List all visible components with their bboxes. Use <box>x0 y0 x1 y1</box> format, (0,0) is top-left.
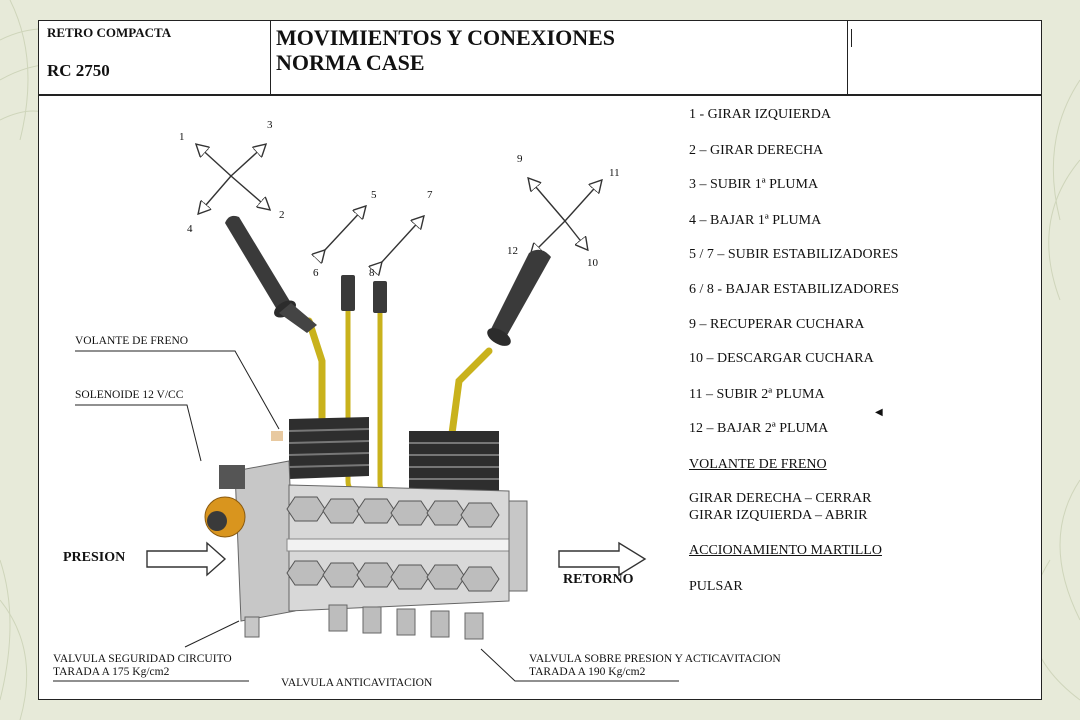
legend-item: 3 – SUBIR 1ª PLUMA <box>689 177 819 192</box>
valve-body <box>234 460 528 640</box>
stabilizer-arrows <box>324 207 423 263</box>
legend-item: 10 – DESCARGAR CUCHARA <box>689 351 874 366</box>
arrow-number: 5 <box>371 189 377 201</box>
hammer-heading: ACCIONAMIENTO MARTILLO <box>689 543 882 558</box>
left-joystick <box>225 215 326 435</box>
legend-item: 11 – SUBIR 2ª PLUMA <box>689 387 825 402</box>
legend-item: 9 – RECUPERAR CUCHARA <box>689 317 865 332</box>
arrow-number: 12 <box>507 245 518 257</box>
header-divider-1 <box>270 21 271 95</box>
retorno-arrow <box>558 541 647 577</box>
presion-arrow <box>146 541 227 577</box>
label-retorno: RETORNO <box>563 572 634 587</box>
header-divider-2 <box>847 21 848 95</box>
label-valvula-anticavitacion: VALVULA ANTICAVITACION <box>281 677 433 689</box>
label-volante-freno: VOLANTE DE FRENO <box>75 335 189 347</box>
left-heatsink <box>271 417 370 479</box>
solenoide-leader <box>75 404 202 462</box>
arrow-number: 11 <box>609 167 620 179</box>
legend-item: 2 – GIRAR DERECHA <box>689 143 824 158</box>
valve-diagram <box>53 21 679 682</box>
legend-item: 6 / 8 - BAJAR ESTABILIZADORES <box>689 282 900 297</box>
header-title-line1: MOVIMIENTOS Y CONEXIONES <box>276 25 616 50</box>
arrow-number: 9 <box>517 153 523 165</box>
solenoid <box>204 465 246 538</box>
arrow-number: 4 <box>187 223 193 235</box>
arrow-number: 8 <box>369 267 375 279</box>
hammer-action: PULSAR <box>689 579 743 594</box>
label-valvula-sobre-2: TARADA A 190 Kg/cm2 <box>529 666 646 678</box>
arrow-number: 2 <box>279 209 285 221</box>
seguridad-leader <box>184 620 240 648</box>
header-model: RC 2750 <box>47 61 110 80</box>
right-joystick <box>447 249 551 445</box>
sobre-leader <box>480 648 679 682</box>
left-joystick-arrows <box>197 145 269 213</box>
right-joystick-arrows <box>529 179 601 255</box>
arrow-number: 3 <box>267 119 273 131</box>
arrow-number: 6 <box>313 267 319 279</box>
right-heatsink <box>409 431 499 493</box>
label-valvula-seguridad-1: VALVULA SEGURIDAD CIRCUITO <box>53 653 232 665</box>
label-valvula-sobre-1: VALVULA SOBRE PRESION Y ACTICAVITACION <box>529 653 781 665</box>
header-subtitle: RETRO COMPACTA <box>47 25 172 40</box>
header-title-line2: NORMA CASE <box>276 50 425 75</box>
arrow-number: 10 <box>587 257 598 269</box>
arrow-number: 1 <box>179 131 185 143</box>
pointer-arrow-icon: ◀ <box>875 407 883 418</box>
brake-line-2: GIRAR IZQUIERDA – ABRIR <box>689 508 868 523</box>
brake-line-1: GIRAR DERECHA – CERRAR <box>689 491 872 506</box>
drawing-sheet: RETRO COMPACTA RC 2750 MOVIMIENTOS Y CON… <box>38 20 1042 700</box>
legend-item: 5 / 7 – SUBIR ESTABILIZADORES <box>689 247 899 262</box>
volante-leader <box>75 350 280 430</box>
header-bottom-border <box>39 94 1041 96</box>
label-valvula-seguridad-2: TARADA A 175 Kg/cm2 <box>53 666 170 678</box>
legend-item: 4 – BAJAR 1ª PLUMA <box>689 213 822 228</box>
arrow-number: 7 <box>427 189 433 201</box>
label-solenoide: SOLENOIDE 12 V/CC <box>75 389 184 401</box>
brake-heading: VOLANTE DE FRENO <box>689 457 827 472</box>
header-tick <box>851 29 852 47</box>
legend-item: 12 – BAJAR 2ª PLUMA <box>689 421 829 436</box>
label-presion: PRESION <box>63 550 126 565</box>
legend-item: 1 - GIRAR IZQUIERDA <box>689 107 831 122</box>
